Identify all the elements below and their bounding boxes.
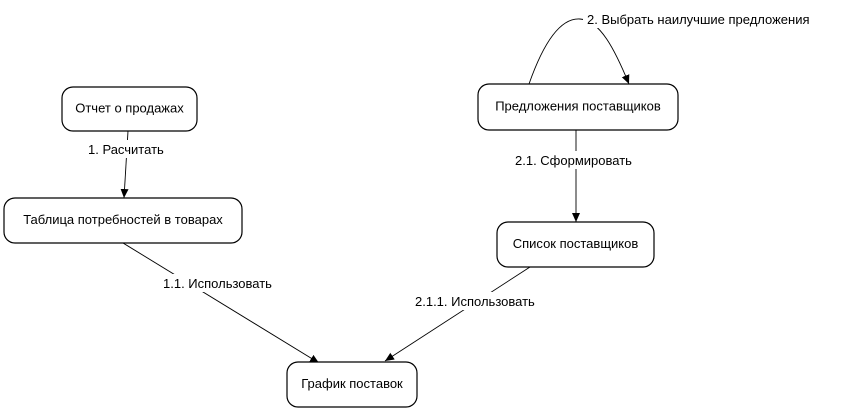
node-supplier-offers[interactable]: Предложения поставщиков (477, 83, 679, 131)
node-delivery-schedule[interactable]: График поставок (286, 361, 418, 408)
edge-label-calculate: 1. Расчитать (88, 142, 164, 157)
node-supplier-list[interactable]: Список поставщиков (496, 221, 655, 268)
node-needs-table[interactable]: Таблица потребностей в товарах (3, 197, 243, 244)
node-needs-table-label: Таблица потребностей в товарах (23, 212, 223, 227)
edge-choose-best-loop (528, 18, 630, 85)
node-sales-report-label: Отчет о продажах (75, 100, 184, 115)
edge-label-use-table: 1.1. Использовать (163, 276, 272, 291)
node-delivery-schedule-label: График поставок (301, 376, 403, 391)
node-supplier-list-label: Список поставщиков (513, 236, 639, 251)
edge-label-choose-best: 2. Выбрать наилучшие предложения (587, 12, 810, 27)
edge-use-table (122, 242, 320, 364)
node-supplier-offers-label: Предложения поставщиков (495, 98, 661, 113)
node-sales-report[interactable]: Отчет о продажах (61, 86, 198, 132)
edge-label-form-list: 2.1. Сформировать (515, 153, 632, 168)
edge-use-list (384, 266, 531, 362)
edge-label-use-list: 2.1.1. Использовать (415, 294, 535, 309)
